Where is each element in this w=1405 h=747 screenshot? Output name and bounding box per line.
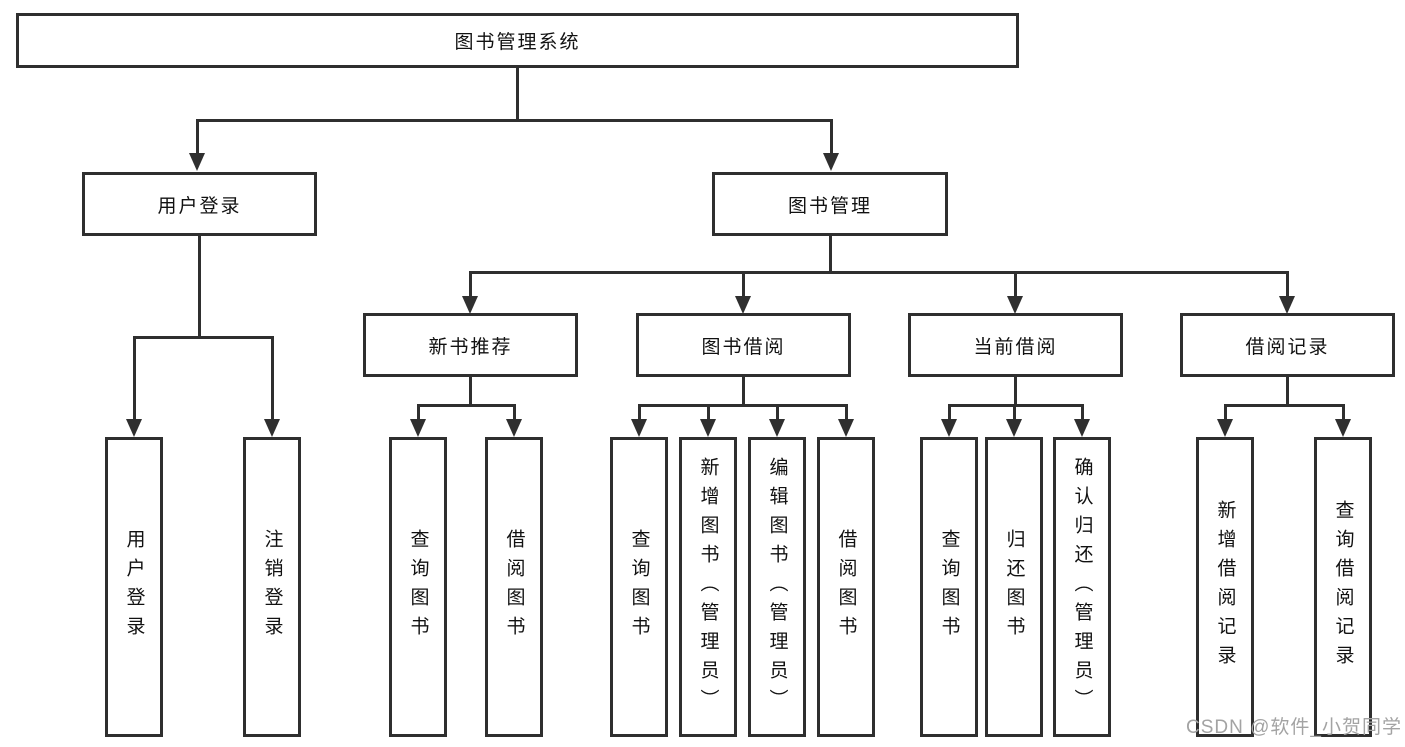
leaf-label: 查询图书 <box>628 529 650 645</box>
node-book-borrow: 图书借阅 <box>636 313 851 377</box>
leaf-label: 借阅图书 <box>503 529 525 645</box>
leaf-borrow-add-books-admin: 新增图书（管理员） <box>679 437 737 737</box>
leaf-current-return-books: 归还图书 <box>985 437 1043 737</box>
arrowhead-down-icon <box>1335 419 1351 437</box>
arrowhead-down-icon <box>838 419 854 437</box>
connector-line <box>1014 271 1017 298</box>
leaf-current-query-books: 查询图书 <box>920 437 978 737</box>
leaf-label: 查询借阅记录 <box>1332 500 1354 674</box>
leaf-label: 查询图书 <box>407 529 429 645</box>
leaf-label: 归还图书 <box>1003 529 1025 645</box>
leaf-current-confirm-return-admin: 确认归还（管理员） <box>1053 437 1111 737</box>
arrowhead-down-icon <box>506 419 522 437</box>
node-root-library-system: 图书管理系统 <box>16 13 1019 68</box>
node-user-login: 用户登录 <box>82 172 317 236</box>
connector-line <box>948 404 951 422</box>
arrowhead-down-icon <box>1217 419 1233 437</box>
arrowhead-down-icon <box>462 296 478 314</box>
leaf-newbooks-query-books: 查询图书 <box>389 437 447 737</box>
connector-line <box>1286 376 1289 407</box>
connector-line <box>1286 271 1289 298</box>
arrowhead-down-icon <box>941 419 957 437</box>
connector-line <box>638 404 641 422</box>
connector-line <box>271 336 274 420</box>
leaf-borrow-query-books: 查询图书 <box>610 437 668 737</box>
connector-line <box>776 404 779 422</box>
leaf-user-login: 用户登录 <box>105 437 163 737</box>
arrowhead-down-icon <box>1007 296 1023 314</box>
csdn-watermark: CSDN @软件_小贺同学 <box>1186 717 1402 738</box>
connector-line <box>707 404 710 422</box>
node-label: 图书管理 <box>787 195 872 217</box>
connector-line <box>829 235 832 274</box>
arrowhead-down-icon <box>1279 296 1295 314</box>
arrowhead-down-icon <box>126 419 142 437</box>
node-label: 图书借阅 <box>701 336 786 358</box>
arrowhead-down-icon <box>769 419 785 437</box>
connector-line <box>1224 404 1345 407</box>
node-label: 用户登录 <box>157 195 242 217</box>
connector-line <box>742 376 745 407</box>
arrowhead-down-icon <box>735 296 751 314</box>
connector-line <box>948 404 1084 407</box>
leaf-label: 查询图书 <box>938 529 960 645</box>
node-label: 借阅记录 <box>1245 336 1330 358</box>
connector-line <box>196 119 199 155</box>
connector-line <box>516 67 519 122</box>
connector-line <box>417 404 420 422</box>
leaf-newbooks-borrow-books: 借阅图书 <box>485 437 543 737</box>
node-new-book-recommend: 新书推荐 <box>363 313 578 377</box>
node-label: 当前借阅 <box>973 336 1058 358</box>
leaf-label: 注销登录 <box>261 529 283 645</box>
arrowhead-down-icon <box>264 419 280 437</box>
connector-line <box>513 404 516 422</box>
node-label: 图书管理系统 <box>454 32 581 53</box>
connector-line <box>1014 376 1017 407</box>
connector-line <box>133 336 136 420</box>
connector-line <box>469 376 472 407</box>
leaf-label: 用户登录 <box>123 529 145 645</box>
leaf-logout: 注销登录 <box>243 437 301 737</box>
leaf-label: 确认归还（管理员） <box>1071 456 1093 718</box>
connector-line <box>196 119 833 122</box>
node-borrow-records: 借阅记录 <box>1180 313 1395 377</box>
leaf-borrow-borrow-books: 借阅图书 <box>817 437 875 737</box>
leaf-label: 新增借阅记录 <box>1214 500 1236 674</box>
node-label: 新书推荐 <box>428 336 513 358</box>
leaf-label: 新增图书（管理员） <box>697 456 719 718</box>
connector-line <box>1081 404 1084 422</box>
connector-line <box>469 271 1289 274</box>
leaf-records-add-record: 新增借阅记录 <box>1196 437 1254 737</box>
arrowhead-down-icon <box>410 419 426 437</box>
node-current-borrow: 当前借阅 <box>908 313 1123 377</box>
node-book-management: 图书管理 <box>712 172 948 236</box>
arrowhead-down-icon <box>700 419 716 437</box>
arrowhead-down-icon <box>631 419 647 437</box>
connector-line <box>638 404 848 407</box>
connector-line <box>742 271 745 298</box>
connector-line <box>1224 404 1227 422</box>
connector-line <box>1342 404 1345 422</box>
arrowhead-down-icon <box>189 153 205 171</box>
connector-line <box>830 119 833 155</box>
leaf-records-query-record: 查询借阅记录 <box>1314 437 1372 737</box>
arrowhead-down-icon <box>823 153 839 171</box>
connector-line <box>133 336 274 339</box>
leaf-borrow-edit-books-admin: 编辑图书（管理员） <box>748 437 806 737</box>
connector-line <box>1013 404 1016 422</box>
connector-line <box>845 404 848 422</box>
leaf-label: 借阅图书 <box>835 529 857 645</box>
arrowhead-down-icon <box>1074 419 1090 437</box>
leaf-label: 编辑图书（管理员） <box>766 456 788 718</box>
connector-line <box>417 404 516 407</box>
connector-line <box>469 271 472 298</box>
connector-line <box>198 235 201 339</box>
arrowhead-down-icon <box>1006 419 1022 437</box>
